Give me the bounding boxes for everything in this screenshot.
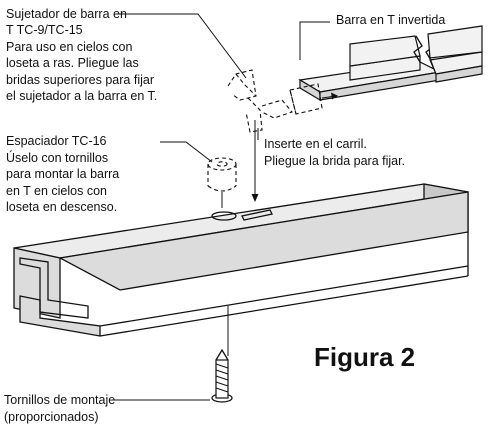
clip-body-line-3: bridas superiores para fijar: [6, 73, 154, 87]
insert-line-2: Pliegue la brida para fijar.: [264, 154, 405, 168]
spacer-body-line-4: loseta en descenso.: [6, 200, 117, 214]
clip-body-line-2: loseta a ras. Pliegue las: [6, 56, 139, 70]
label-tbar: Barra en T invertida: [336, 13, 445, 27]
tc16-spacer: [207, 157, 237, 192]
spacer-leader-line: [160, 141, 213, 163]
mounting-rail: [13, 183, 469, 337]
clip-body-line-1: Para uso en cielos con: [6, 40, 133, 54]
spacer-title: Espaciador TC-16: [6, 134, 107, 148]
label-spacer: Espaciador TC-16 Úselo con tornillos par…: [6, 134, 119, 214]
label-insert: Inserte en el carril. Pliegue la brida p…: [264, 137, 405, 168]
tbar-leader-line: [299, 21, 330, 60]
screws-line-2: (proporcionados): [4, 410, 99, 424]
t-bar-clip: [227, 69, 338, 133]
clip-body-line-4: el sujetador a la barra en T.: [6, 89, 157, 103]
label-clip: Sujetador de barra en T TC-9/TC-15 Para …: [6, 7, 157, 103]
clip-title-line-1: Sujetador de barra en: [6, 7, 127, 21]
label-screws: Tornillos de montaje (proporcionados): [4, 393, 115, 424]
figure-caption: Figura 2: [314, 342, 415, 372]
spacer-body-line-1: Úselo con tornillos: [6, 150, 108, 165]
spacer-body-line-3: en T en cielos con: [6, 184, 107, 198]
clip-leader-line: [116, 13, 247, 79]
mounting-screw: [211, 348, 233, 403]
clip-title-line-2: T TC-9/TC-15: [6, 23, 83, 37]
screws-line-1: Tornillos de montaje: [4, 393, 115, 407]
inverted-t-bar: [298, 25, 483, 102]
insert-line-1: Inserte en el carril.: [264, 137, 367, 151]
spacer-body-line-2: para montar la barra: [6, 167, 119, 181]
